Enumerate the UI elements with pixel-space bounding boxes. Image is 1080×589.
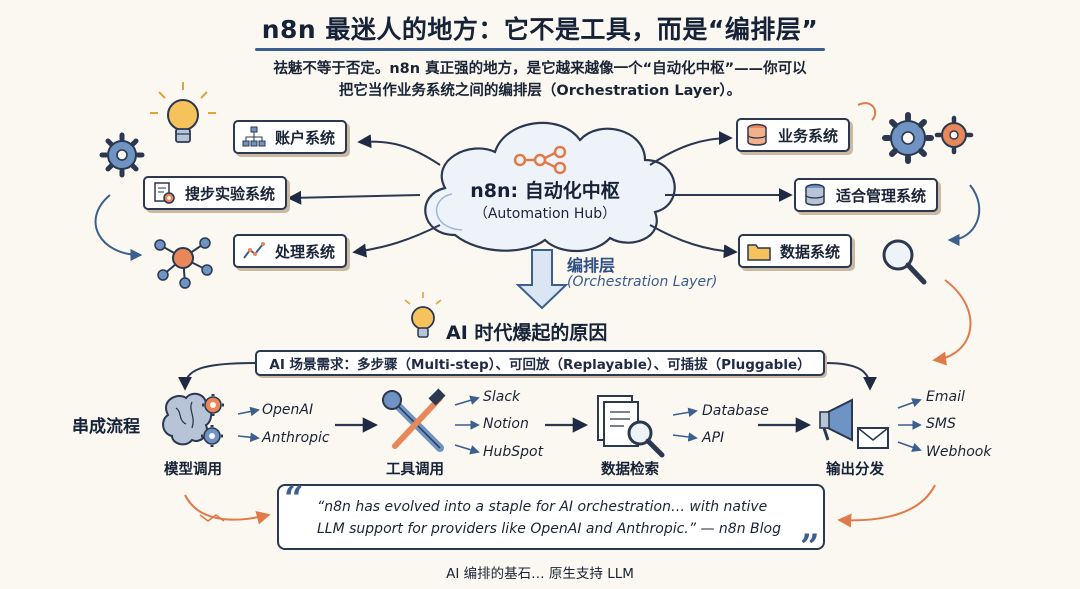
network-node-icon xyxy=(154,237,213,289)
lightbulb-icon xyxy=(150,82,216,143)
chain-label: 串成流程 xyxy=(72,417,140,437)
gear-icon xyxy=(99,132,145,178)
flow-item: Webhook xyxy=(926,444,992,460)
stage-label-output: 输出分发 xyxy=(826,462,884,478)
n8n-logo-icon xyxy=(513,145,567,175)
system-label: 业务系统 xyxy=(778,126,839,145)
flow-item: Email xyxy=(926,389,965,405)
database-icon xyxy=(744,122,770,148)
gears-icon xyxy=(882,112,974,164)
system-label: 数据系统 xyxy=(780,242,841,261)
flow-item: Slack xyxy=(483,389,521,405)
quote-line-2: LLM support for providers like OpenAI an… xyxy=(317,521,781,537)
system-label: 适合管理系统 xyxy=(836,186,927,205)
flow-item: SMS xyxy=(926,416,956,432)
system-box-data: 数据系统 xyxy=(738,234,853,268)
orchestration-arrow xyxy=(515,249,569,310)
quote-line-1: “n8n has evolved into a staple for AI or… xyxy=(317,499,768,515)
flow-item: HubSpot xyxy=(483,444,544,460)
wrench-screwdriver-icon xyxy=(382,388,446,452)
subtitle-line-1: 祛魅不等于否定。n8n 真正强的地方，是它越来越像一个“自动化中枢”——你可以 xyxy=(273,61,807,77)
brain-gear-icon xyxy=(162,392,224,447)
flow-item: Database xyxy=(702,403,769,419)
folder-icon xyxy=(746,238,772,264)
magnifier-icon xyxy=(882,239,927,285)
system-box-processing: 处理系统 xyxy=(233,234,348,268)
stage-label-retrieval: 数据检索 xyxy=(601,462,659,478)
scenario-box: AI 场景需求：多步骤（Multi-step）、可回放（Replayable）、… xyxy=(255,350,825,376)
megaphone-mail-icon xyxy=(819,398,889,449)
page-title: n8n 最迷人的地方：它不是工具，而是“编排层” xyxy=(261,15,819,44)
system-box-management: 适合管理系统 xyxy=(794,178,939,212)
close-quote-icon: ” xyxy=(800,527,820,567)
document-search-icon xyxy=(597,395,665,458)
subtitle-line-2: 把它当作业务系统之间的编排层（Orchestration Layer）。 xyxy=(338,83,742,99)
line-chart-icon xyxy=(241,238,267,264)
flow-item: Notion xyxy=(483,416,529,432)
open-quote-icon: “ xyxy=(284,479,304,519)
system-label: 账户系统 xyxy=(275,128,336,147)
ai-lightbulb-icon xyxy=(404,292,442,338)
system-box-business: 业务系统 xyxy=(736,118,851,152)
orchestration-label: 编排层 xyxy=(567,256,616,275)
system-label: 处理系统 xyxy=(275,242,336,261)
stage-label-model: 模型调用 xyxy=(164,462,222,478)
system-box-experiment: 搜步实验系统 xyxy=(143,176,288,210)
hub-cloud xyxy=(424,121,676,253)
document-gear-icon xyxy=(151,180,177,206)
hub-subtitle: （Automation Hub） xyxy=(473,206,617,222)
org-chart-icon xyxy=(241,124,267,150)
orchestration-english: (Orchestration Layer) xyxy=(567,274,718,290)
quote-box: “n8n has evolved into a staple for AI or… xyxy=(277,484,825,550)
flow-item: OpenAI xyxy=(262,402,314,418)
database-icon xyxy=(802,182,828,208)
stage-label-tools: 工具调用 xyxy=(386,462,444,478)
subtitle: 祛魅不等于否定。n8n 真正强的地方，是它越来越像一个“自动化中枢”——你可以 … xyxy=(200,58,880,102)
title-underline xyxy=(255,48,825,51)
system-box-account: 账户系统 xyxy=(233,120,348,154)
hub-title: n8n: 自动化中枢 xyxy=(470,180,620,202)
caption: AI 编排的基石… 原生支持 LLM xyxy=(446,566,634,582)
system-label: 搜步实验系统 xyxy=(185,184,276,203)
ai-section-title: AI 时代爆起的原因 xyxy=(446,322,608,344)
flow-item: Anthropic xyxy=(262,430,330,446)
flow-item: API xyxy=(702,430,725,446)
